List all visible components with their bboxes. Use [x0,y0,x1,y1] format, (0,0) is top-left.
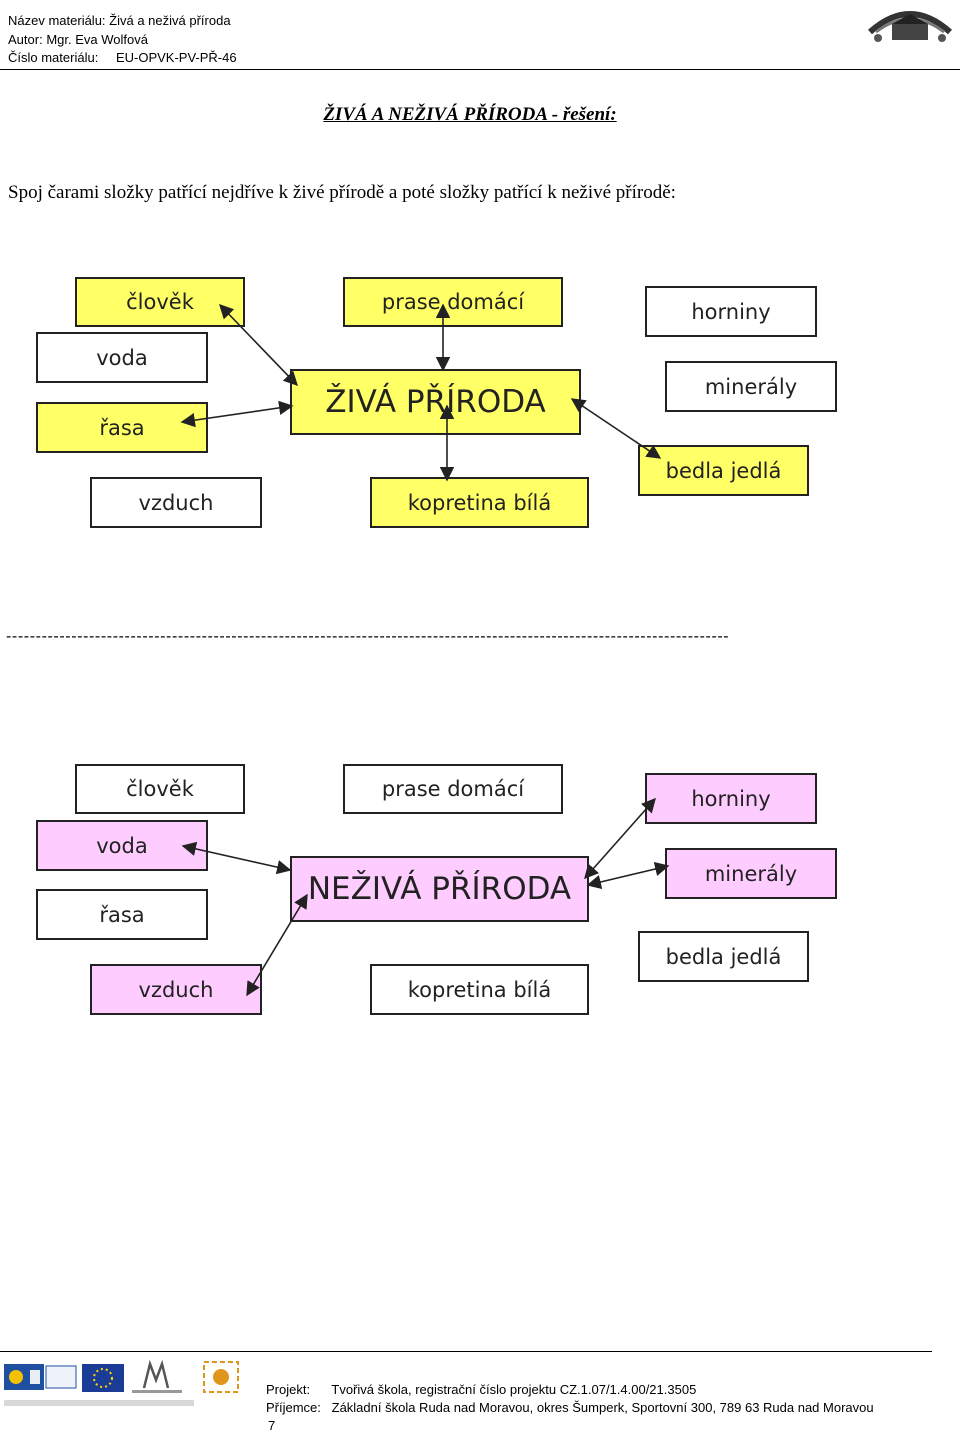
header-number-label: Číslo materiálu: [8,50,99,65]
live-center-label: ŽIVÁ PŘÍRODA [325,384,546,420]
live-item-clovek-label: člověk [126,290,194,314]
nonlive-item-prase[interactable]: prase domácí [343,764,563,814]
nonlive-item-horniny-label: horniny [691,786,771,811]
nonlive-item-prase-label: prase domácí [381,777,525,801]
arrow-live-rasa [180,400,294,428]
section-separator: ----------------------------------------… [6,628,730,645]
nonlive-item-mineraly-label: minerály [704,861,798,886]
live-item-rasa[interactable]: řasa [36,402,208,453]
arrow-nonlive-vzduch [246,893,308,997]
nonlive-center-label: NEŽIVÁ PŘÍRODA [307,871,572,907]
nonlive-item-vzduch-label: vzduch [138,977,214,1002]
live-item-horniny-label: horniny [691,299,771,324]
nonlive-item-rasa[interactable]: řasa [36,889,208,940]
eu-flag-logo [82,1364,124,1392]
msmt-logo [132,1359,182,1393]
nonlive-item-kopretina[interactable]: kopretina bílá [370,964,589,1015]
nonlive-item-horniny[interactable]: horniny [645,773,817,824]
arrow-nonlive-horniny [584,797,656,880]
live-item-kopretina-label: kopretina bílá [407,490,552,515]
header-author-value: Mgr. Eva Wolfová [46,32,148,47]
nonlive-item-mineraly[interactable]: minerály [665,848,837,899]
live-center-box: ŽIVÁ PŘÍRODA [290,369,581,435]
page-title: ŽIVÁ A NEŽIVÁ PŘÍRODA - řešení: [323,104,617,125]
footer-recipient-label: Příjemce: [266,1400,321,1415]
live-item-horniny[interactable]: horniny [645,286,817,337]
header-line-material: Název materiálu: Živá a neživá příroda [8,12,231,29]
nonlive-item-voda[interactable]: voda [36,820,208,871]
footer-project-value: Tvořivá škola, registrační číslo projekt… [331,1382,697,1397]
op-vk-logo [203,1361,239,1393]
live-item-voda-label: voda [96,345,148,370]
header-material-label: Název materiálu: [8,13,106,28]
footer-rule [0,1351,932,1352]
footer-project-label: Projekt: [266,1382,311,1397]
nonlive-item-clovek-label: člověk [126,777,194,801]
live-item-clovek[interactable]: člověk [75,277,245,327]
nonlive-item-rasa-label: řasa [99,902,145,927]
live-item-mineraly[interactable]: minerály [665,361,837,412]
nonlive-item-voda-label: voda [96,833,148,858]
header-material-value: Živá a neživá příroda [109,13,231,28]
live-item-rasa-label: řasa [99,415,145,440]
live-item-bedla[interactable]: bedla jedlá [638,445,809,496]
live-item-vzduch[interactable]: vzduch [90,477,262,528]
live-item-prase[interactable]: prase domácí [343,277,563,327]
nonlive-item-kopretina-label: kopretina bílá [407,977,552,1002]
nonlive-item-clovek[interactable]: člověk [75,764,245,814]
funding-logos [4,1358,254,1412]
live-item-prase-label: prase domácí [381,290,525,314]
arrow-nonlive-mineraly [586,861,670,890]
header-number-value: EU-OPVK-PV-PŘ-46 [115,50,237,65]
arrow-nonlive-voda [181,841,292,875]
footer-recipient-value: Základní škola Ruda nad Moravou, okres Š… [331,1400,874,1415]
instruction-text: Spoj čarami složky patřící nejdříve k ži… [8,182,676,203]
arrow-live-bedla [570,398,662,459]
esf-logo [4,1364,77,1390]
live-item-kopretina[interactable]: kopretina bílá [370,477,589,528]
live-item-vzduch-label: vzduch [138,490,214,515]
footer-recipient-line: Příjemce: Základní škola Ruda nad Moravo… [266,1399,874,1417]
header-rule [0,69,960,70]
live-item-voda[interactable]: voda [36,332,208,383]
school-emblem-logo [866,2,954,48]
header-author-label: Autor: [8,32,43,47]
live-item-bedla-label: bedla jedlá [665,458,782,483]
nonlive-item-bedla[interactable]: bedla jedlá [638,931,809,982]
page-number: 7 [268,1418,276,1433]
nonlive-center-box: NEŽIVÁ PŘÍRODA [290,856,589,922]
arrow-live-clovek [219,303,298,387]
header-line-number: Číslo materiálu: EU-OPVK-PV-PŘ-46 [8,49,237,66]
live-item-mineraly-label: minerály [704,374,798,399]
footer-project-line: Projekt: Tvořivá škola, registrační čísl… [266,1381,696,1399]
nonlive-item-bedla-label: bedla jedlá [665,944,782,969]
header-line-author: Autor: Mgr. Eva Wolfová [8,31,148,48]
nonlive-item-vzduch[interactable]: vzduch [90,964,262,1015]
